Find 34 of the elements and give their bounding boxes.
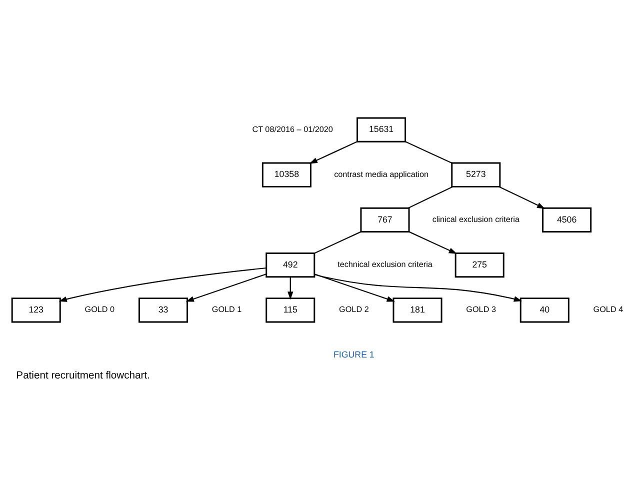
node-label: GOLD 4 [593, 304, 624, 314]
node-box: 767 [360, 206, 410, 232]
arrow [314, 273, 522, 302]
connector [405, 140, 452, 164]
node-label: clinical exclusion criteria [432, 214, 520, 224]
node-box: 15631 [356, 116, 406, 142]
node-box: 275 [454, 252, 504, 278]
node-label: technical exclusion criteria [338, 260, 432, 269]
node-label: CT 08/2016 – 01/2020 [252, 124, 333, 134]
node-box: 181 [392, 297, 442, 322]
arrow [314, 273, 395, 302]
node-box: 33 [138, 297, 188, 322]
node-label: GOLD 1 [212, 304, 242, 314]
node-label: GOLD 3 [466, 304, 496, 314]
label: FIGURE 1 [334, 349, 374, 360]
node-box: 5273 [451, 162, 501, 187]
node-box: 115 [266, 297, 316, 322]
connector [408, 186, 453, 208]
arrow [498, 186, 546, 208]
node-box: 492 [266, 252, 316, 278]
arrow [58, 266, 266, 302]
connector [314, 230, 362, 254]
node-label: GOLD 0 [84, 304, 115, 314]
arrow [186, 273, 266, 302]
arrow [309, 140, 358, 164]
node-box: 123 [11, 297, 61, 322]
arrow [288, 276, 294, 300]
node-box: 4506 [542, 206, 592, 232]
arrow [408, 230, 458, 254]
caption: Patient recruitment flowchart. [16, 370, 150, 381]
node-label: GOLD 2 [339, 304, 369, 314]
node-label: contrast media application [334, 169, 428, 178]
node-box: 40 [520, 297, 570, 322]
node-box: 10358 [262, 162, 312, 187]
